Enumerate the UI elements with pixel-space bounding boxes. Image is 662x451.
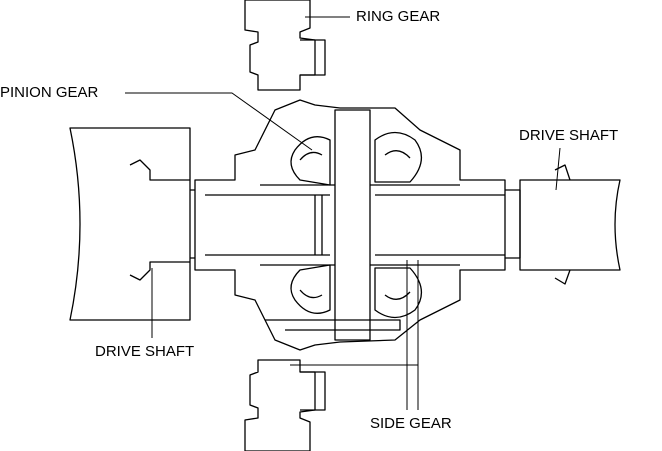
side-gear-upper [374, 131, 422, 183]
left-drive-shaft [69, 127, 191, 321]
leader-side-gear [290, 260, 419, 410]
pinion-gear-upper [290, 136, 331, 186]
right-drive-shaft [519, 179, 621, 271]
ring-gear-bottom [244, 359, 316, 451]
ring-gear-top [244, 0, 316, 91]
side-gear-lower [374, 267, 422, 319]
pinion-shaft [334, 109, 371, 341]
label-side-gear: SIDE GEAR [370, 415, 452, 432]
pinion-gear-lower [290, 264, 331, 314]
label-drive-shaft-right: DRIVE SHAFT [519, 127, 619, 144]
label-pinion-gear: PINION GEAR [0, 84, 99, 101]
leader-drive-shaft-right [555, 147, 561, 191]
label-drive-shaft-left: DRIVE SHAFT [95, 343, 195, 360]
leader-pinion-gear [125, 92, 313, 151]
label-ring-gear: RING GEAR [356, 8, 441, 25]
